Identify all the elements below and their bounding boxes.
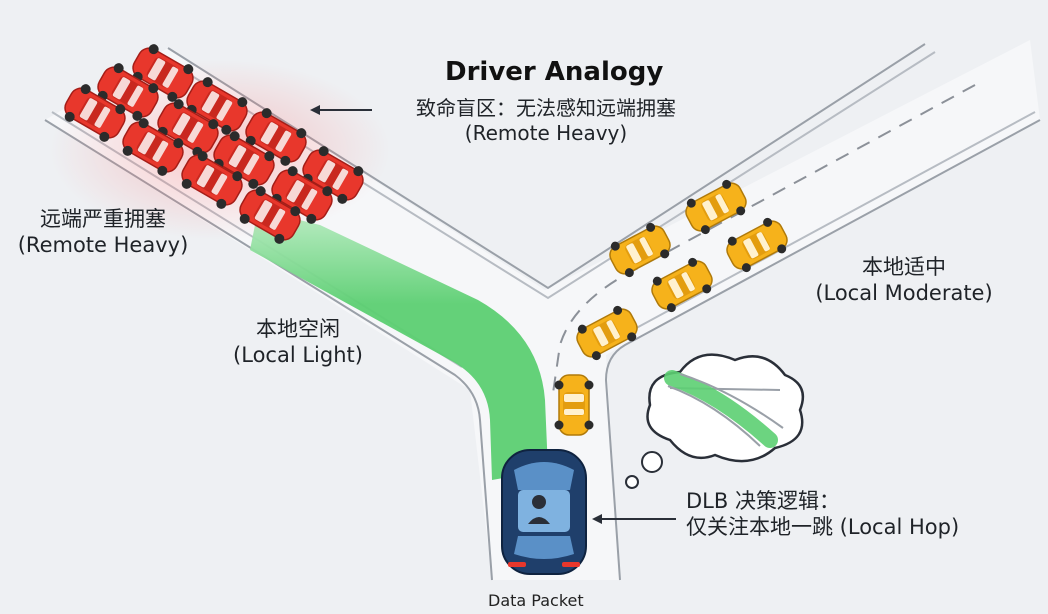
diagram-title: Driver Analogy [445, 57, 664, 87]
chosen-path [250, 210, 548, 480]
remote-heavy-line2: (Remote Heavy) [17, 233, 189, 258]
local-moderate-line1: 本地适中 [862, 255, 946, 279]
lane-divider [551, 84, 976, 401]
data-packet-label: Data Packet [488, 591, 584, 610]
arrow-left-icon [310, 105, 372, 115]
dlb-line2: 仅关注本地一跳 (Local Hop) [686, 515, 960, 540]
remote-heavy-line1: 远端严重拥塞 [40, 207, 166, 231]
driver-icon [528, 495, 550, 524]
arrow-left-icon [592, 514, 676, 524]
car-yellow [553, 374, 595, 436]
dlb-line1: DLB 决策逻辑： [686, 489, 840, 513]
local-moderate-label: 本地适中 (Local Moderate) [794, 254, 1014, 307]
remote-heavy-label: 远端严重拥塞 (Remote Heavy) [8, 206, 198, 259]
dlb-logic-annotation: DLB 决策逻辑： 仅关注本地一跳 (Local Hop) [686, 488, 959, 541]
local-light-label: 本地空闲 (Local Light) [213, 316, 383, 369]
thought-bubble-icon [625, 353, 805, 489]
packet-car [501, 449, 587, 575]
local-light-line2: (Local Light) [233, 343, 363, 368]
blind-spot-line1: 致命盲区：无法感知远端拥塞 [416, 96, 676, 120]
local-light-line1: 本地空闲 [256, 317, 340, 341]
blind-spot-line2: (Remote Heavy) [464, 121, 628, 145]
local-moderate-line2: (Local Moderate) [815, 281, 993, 306]
blind-spot-annotation: 致命盲区：无法感知远端拥塞 (Remote Heavy) [381, 96, 711, 146]
